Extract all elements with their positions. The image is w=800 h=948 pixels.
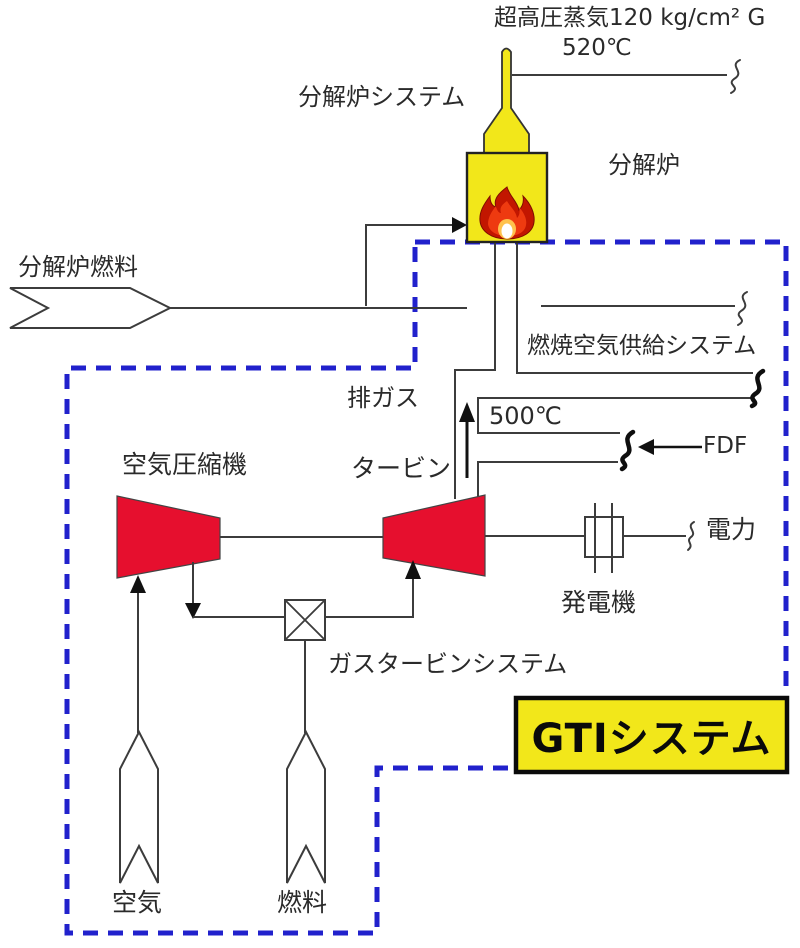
- power-label: 電力: [706, 515, 757, 544]
- turbine-fuel-arrowhead-icon: [405, 560, 421, 579]
- compressor-shape: [116, 495, 221, 579]
- furnace-system-label: 分解炉システム: [298, 83, 466, 111]
- combustion-air-duct-top-wall: [516, 242, 753, 374]
- air-supply-banner-icon: [119, 729, 159, 884]
- gti-system-box: [513, 695, 790, 775]
- turbine-shape: [382, 494, 486, 577]
- fuel-valve-cross-icon: [284, 599, 326, 641]
- furnace-fuel-label: 分解炉燃料: [18, 253, 138, 281]
- furnace-fuel-banner-arrow-icon: [9, 287, 173, 329]
- steam-temp-label: 520℃: [562, 35, 632, 61]
- generator-winding-lines-icon: [594, 503, 613, 573]
- exhaust-gas-label: 排ガス: [347, 384, 419, 412]
- gti-system-label: GTIシステム: [531, 716, 772, 762]
- exhaust-temp-label: 500℃: [489, 402, 562, 430]
- combustion-air-duct-bottom-wall: [477, 397, 753, 434]
- combustion-air-system-label: 燃焼空気供給システム: [527, 333, 757, 359]
- fdf-duct-bottom-wall: [477, 461, 618, 497]
- duct-break-squiggle-icon: [749, 368, 766, 409]
- steam-break-squiggle-icon: [730, 59, 741, 94]
- valve-to-turbine-line: [325, 578, 414, 618]
- furnace-label: 分解炉: [608, 151, 680, 179]
- turbine-label: タービン: [351, 454, 452, 483]
- fdf-label: FDF: [703, 433, 748, 459]
- compressor-label: 空気圧縮機: [122, 450, 248, 479]
- exhaust-flow-up-arrowhead-icon: [459, 402, 475, 422]
- fuel-branch-arrowhead-icon: [452, 217, 467, 233]
- furnace-stack: [483, 47, 530, 155]
- fuel-branch-line: [365, 224, 452, 306]
- fdf-break-squiggle-icon: [619, 429, 636, 472]
- air-label: 空気: [112, 888, 163, 917]
- fuel-supply-banner-icon: [286, 729, 326, 884]
- fuel-break-squiggle-icon: [737, 291, 748, 326]
- exhaust-duct-left-wall: [454, 242, 496, 499]
- power-break-squiggle-icon: [687, 521, 695, 551]
- gti-boundary-dashed: [64, 239, 789, 936]
- bleed-arrowhead-icon: [185, 603, 201, 619]
- generator-label: 発電機: [561, 588, 637, 617]
- flame-icon: [479, 186, 535, 240]
- gas-turbine-system-label: ガスタービンシステム: [328, 650, 568, 678]
- generator-box: [584, 516, 624, 558]
- air-inlet-arrowhead-icon: [130, 575, 146, 593]
- steam-label: 超高圧蒸気120 kg/cm² G: [494, 5, 766, 31]
- fuel-label: 燃料: [277, 888, 328, 917]
- fdf-arrowhead-icon: [638, 439, 654, 455]
